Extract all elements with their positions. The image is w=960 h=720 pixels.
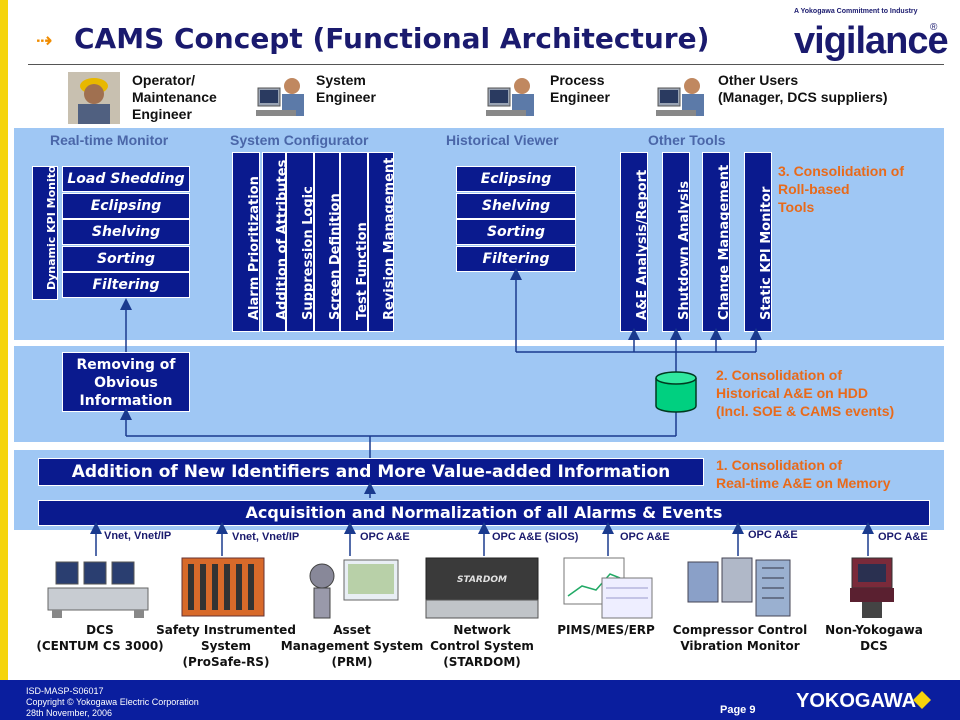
device-label-4: PIMS/MES/ERP — [557, 623, 655, 637]
section-realtime-monitor: Real-time Monitor — [50, 132, 169, 148]
footer-info: ISD-MASP-S06017 Copyright © Yokogawa Ele… — [26, 686, 199, 718]
user-label-3: Other Users(Manager, DCS suppliers) — [718, 72, 888, 105]
connection-label-5: OPC A&E — [748, 529, 798, 541]
historical-item-shelving[interactable]: Shelving — [456, 192, 576, 219]
historical-item-filtering[interactable]: Filtering — [456, 245, 576, 272]
brand-tagline: A Yokogawa Commitment to Industry — [794, 8, 918, 15]
stardom-controller-icon: STARDOM — [425, 557, 539, 619]
section-other-tools: Other Tools — [648, 132, 726, 148]
connection-label-4: OPC A&E — [620, 531, 670, 543]
config-item-suppression-logic[interactable]: Suppression Logic — [286, 152, 314, 332]
consolidation-3-note: 3. Consolidation of Roll-based Tools — [778, 163, 904, 215]
engineer-icon — [656, 78, 704, 116]
vigilance-logo: vigilance — [794, 20, 949, 62]
stardom-badge: STARDOM — [457, 575, 507, 585]
other-tool-3[interactable]: Static KPI Monitor — [744, 152, 772, 332]
config-item-addition-of-attributes[interactable]: Addition of Attributes — [262, 152, 286, 332]
yokogawa-diamond-icon — [913, 691, 931, 709]
title-divider — [28, 64, 944, 65]
realtime-item-eclipsing[interactable]: Eclipsing — [62, 192, 190, 219]
connection-label-1: Vnet, Vnet/IP — [232, 531, 300, 543]
connection-label-3: OPC A&E (SIOS) — [492, 531, 579, 543]
device-label-0: DCS(CENTUM CS 3000) — [36, 623, 164, 653]
config-item-screen-definition[interactable]: Screen Definition — [314, 152, 340, 332]
historical-item-eclipsing[interactable]: Eclipsing — [456, 166, 576, 192]
config-item-alarm-prioritization[interactable]: Alarm Prioritization — [232, 152, 260, 332]
connection-label-6: OPC A&E — [878, 531, 928, 543]
title-arrow-icon: ⇢ — [36, 28, 53, 52]
page-number: Page 9 — [720, 704, 756, 716]
consolidation-1-note: 1. Consolidation of Real-time A&E on Mem… — [716, 457, 891, 491]
page-title: CAMS Concept (Functional Architecture) — [74, 22, 710, 55]
asset-management-icon — [309, 559, 399, 619]
database-icon — [655, 371, 697, 413]
section-system-configurator: System Configurator — [230, 132, 369, 148]
config-item-revision-management[interactable]: Revision Management — [368, 152, 394, 332]
removing-obvious-information-box[interactable]: Removing of Obvious Information — [62, 352, 190, 412]
non-yokogawa-dcs-icon — [850, 557, 894, 618]
consolidation-2-note: 2. Consolidation of Historical A&E on HD… — [716, 367, 895, 419]
vigilance-registered-mark: ® — [930, 22, 938, 33]
historical-item-sorting[interactable]: Sorting — [456, 219, 576, 245]
section-historical-viewer: Historical Viewer — [446, 132, 559, 148]
realtime-item-shelving[interactable]: Shelving — [62, 219, 190, 245]
engineer-icon — [486, 78, 534, 116]
realtime-item-load-shedding[interactable]: Load Shedding — [62, 166, 190, 192]
other-tool-1[interactable]: Shutdown Analysis — [662, 152, 690, 332]
connection-label-0: Vnet, Vnet/IP — [104, 530, 172, 542]
acquisition-normalization-bar[interactable]: Acquisition and Normalization of all Ala… — [38, 500, 930, 526]
engineer-icon — [256, 78, 304, 116]
pims-screens-icon — [563, 557, 653, 619]
dcs-console-icon — [47, 561, 149, 618]
footer-bar — [0, 680, 960, 720]
dynamic-kpi-monitor-box[interactable]: Dynamic KPI Monitor — [32, 166, 58, 300]
other-tool-0[interactable]: A&E Analysis/Report — [620, 152, 648, 332]
operator-icon — [68, 72, 120, 124]
safety-system-icon — [181, 557, 265, 617]
connection-label-2: OPC A&E — [360, 531, 410, 543]
realtime-item-sorting[interactable]: Sorting — [62, 245, 190, 272]
compressor-control-icon — [687, 557, 791, 617]
config-item-test-function[interactable]: Test Function — [340, 152, 368, 332]
left-accent-bar — [0, 0, 8, 680]
other-tool-2[interactable]: Change Management — [702, 152, 730, 332]
yokogawa-logo: YOKOGAWA — [796, 690, 917, 712]
addition-of-identifiers-bar[interactable]: Addition of New Identifiers and More Val… — [38, 458, 704, 486]
realtime-item-filtering[interactable]: Filtering — [62, 272, 190, 298]
